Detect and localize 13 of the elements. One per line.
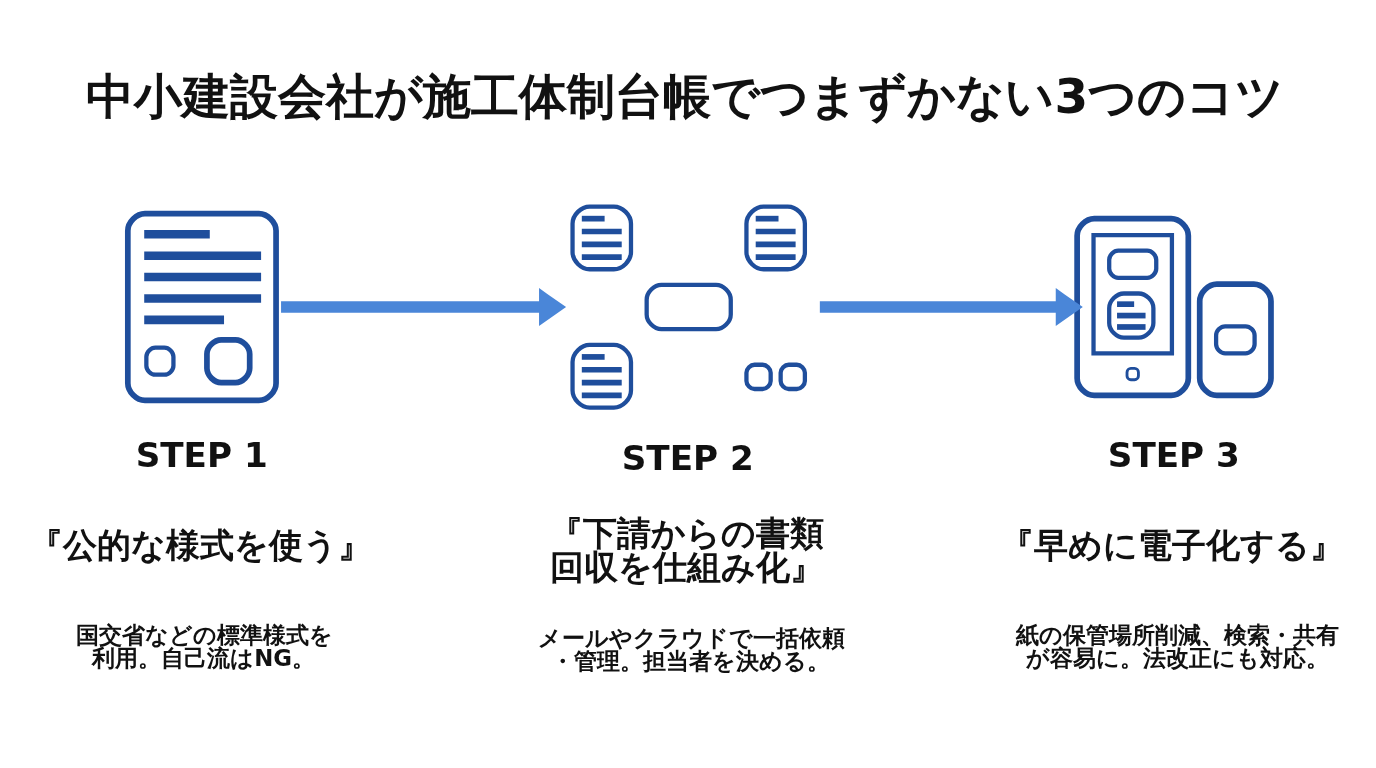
- node-picture: [124, 210, 279, 404]
- node-label: 国交省などの標準様式を利用。自己流はNG。: [75, 622, 333, 671]
- node-label: 『早めに電子化する』: [1000, 525, 1345, 566]
- node-label: STEP 2: [621, 437, 754, 478]
- node-label: 『公的な様式を使う』: [28, 525, 372, 566]
- node-label: STEP 3: [1107, 434, 1240, 475]
- arrow: [281, 288, 567, 326]
- arrow: [819, 288, 1083, 326]
- diagram-title: 中小建設会社が施工体制台帳でつまずかない3つのコツ: [86, 67, 1285, 124]
- node-label: メールやクラウドで一括依頼・管理。担当者を決める。: [537, 624, 845, 674]
- node-label: 紙の保管場所削減、検索・共有が容易に。法改正にも対応。: [1015, 622, 1339, 671]
- node-label: 『下請からの書類回収を仕組み化』: [549, 512, 825, 587]
- node-label: STEP 1: [135, 434, 268, 475]
